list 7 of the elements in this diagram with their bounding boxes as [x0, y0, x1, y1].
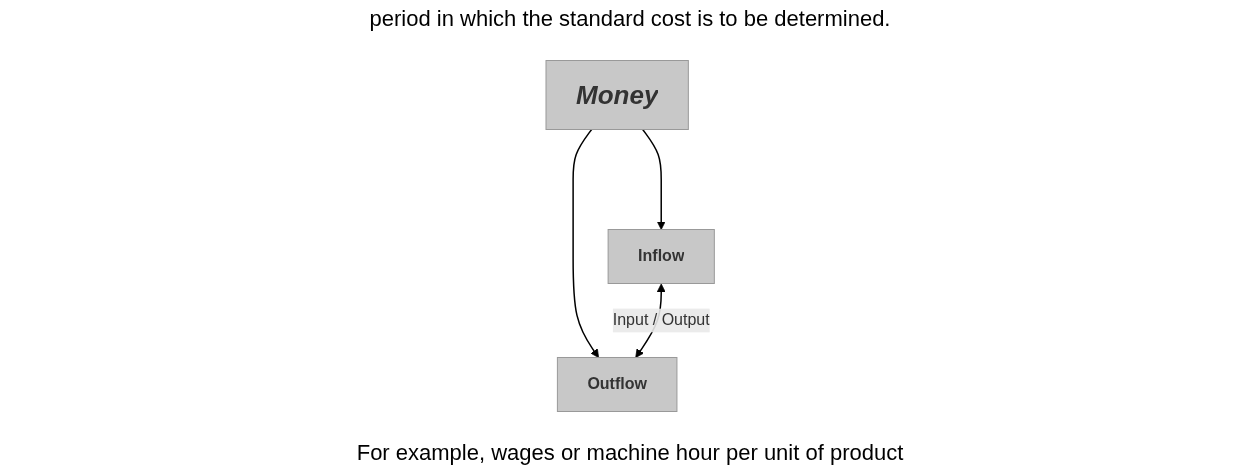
node-box: Inflow: [607, 229, 715, 284]
arrow: [641, 128, 666, 230]
note-text: period in which the standard cost is to be determined.: [369, 6, 891, 32]
edge-label: Input / Output: [612, 311, 710, 329]
node-box: Outflow: [556, 357, 678, 412]
arrow: [572, 128, 599, 358]
note-text: For example, wages or machine hour per unit of product: [356, 440, 904, 466]
